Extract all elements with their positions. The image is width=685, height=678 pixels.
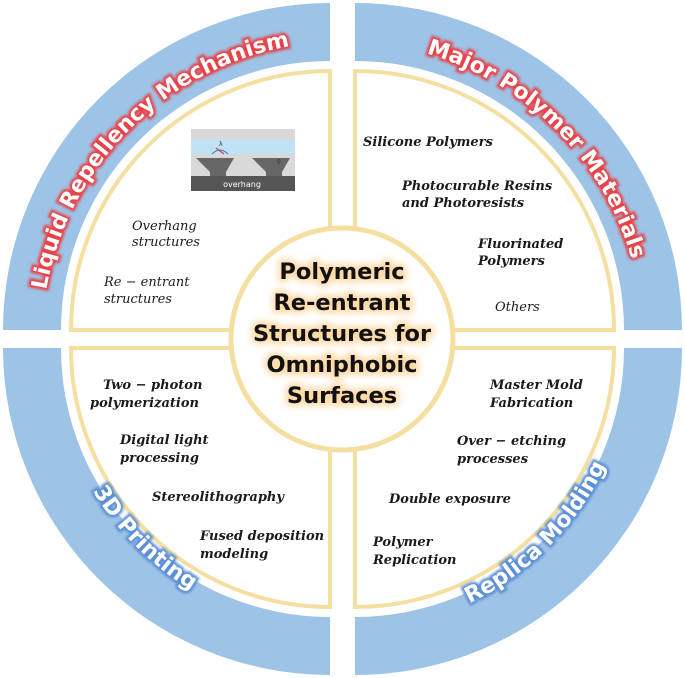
item-photocurable-2: and Photoresists — [402, 196, 525, 211]
item-fdm-2: modeling — [200, 547, 268, 562]
overhang-label: overhang — [223, 180, 261, 189]
item-overhang-2: structures — [132, 235, 200, 250]
item-double-exposure: Double exposure — [388, 492, 511, 507]
item-master-mold-1: Master Mold — [489, 378, 583, 393]
item-fluorinated-1: Fluorinated — [477, 237, 563, 252]
item-polymer-replication-2: Replication — [372, 553, 456, 568]
center-line-2: Re-entrant — [273, 290, 410, 316]
item-photocurable-1: Photocurable Resins — [401, 179, 553, 194]
item-fdm-1: Fused deposition — [199, 529, 324, 544]
bottom-right-items: Master Mold Fabrication Over − etching p… — [372, 378, 583, 568]
item-dlp-1: Digital light — [119, 433, 209, 448]
item-overetching-2: processes — [457, 452, 529, 467]
center-circle — [228, 225, 456, 453]
item-overhang-1: Overhang — [132, 219, 197, 234]
svg-text:Omniphobic: Omniphobic — [266, 352, 417, 378]
ring-bottom-right — [355, 348, 682, 675]
item-reentrant-1: Re − entrant — [103, 275, 190, 290]
item-others: Others — [495, 300, 540, 315]
item-polymer-replication-1: Polymer — [372, 535, 434, 550]
top-right-items: Silicone Polymers Photocurable Resins an… — [363, 135, 563, 315]
center-line-3: Structures for — [253, 321, 432, 347]
item-reentrant-2: structures — [104, 292, 172, 307]
overhang-schematic: λ θ overhang — [191, 129, 295, 191]
center-title-glow: Polymeric Re-entrant Structures for Omni… — [250, 256, 435, 412]
outer-ring — [3, 3, 682, 675]
svg-text:Structures for: Structures for — [253, 321, 432, 347]
center-line-4: Omniphobic — [266, 352, 417, 378]
center-line-5: Surfaces — [287, 383, 397, 409]
top-left-items: Overhang structures Re − entrant structu… — [103, 219, 200, 307]
item-overetching-1: Over − etching — [457, 434, 566, 449]
svg-text:Surfaces: Surfaces — [287, 383, 397, 409]
item-stereolithography: Stereolithography — [152, 490, 285, 505]
item-dlp-2: processing — [120, 451, 199, 466]
ring-bottom-left — [3, 348, 330, 675]
item-fluorinated-2: Polymers — [477, 254, 545, 269]
svg-text:θ: θ — [277, 159, 281, 166]
ring-top-right — [355, 3, 682, 330]
ring-top-left — [3, 3, 330, 330]
svg-text:Polymeric: Polymeric — [279, 259, 404, 285]
item-two-photon-1: Two − photon — [103, 378, 202, 393]
bottom-left-items: Two − photon polymerization Digital ligh… — [90, 378, 324, 562]
svg-text:λ: λ — [219, 141, 223, 148]
center-title: Polymeric Re-entrant Structures for Omni… — [253, 259, 432, 409]
center-line-1: Polymeric — [279, 259, 404, 285]
svg-text:Re-entrant: Re-entrant — [273, 290, 410, 316]
item-two-photon-2: polymerization — [90, 396, 199, 411]
item-silicone: Silicone Polymers — [363, 135, 494, 150]
item-master-mold-2: Fabrication — [489, 396, 573, 411]
